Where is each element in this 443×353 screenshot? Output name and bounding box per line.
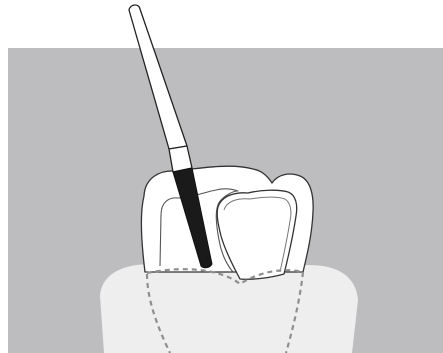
instrument-ferrule (169, 146, 192, 172)
